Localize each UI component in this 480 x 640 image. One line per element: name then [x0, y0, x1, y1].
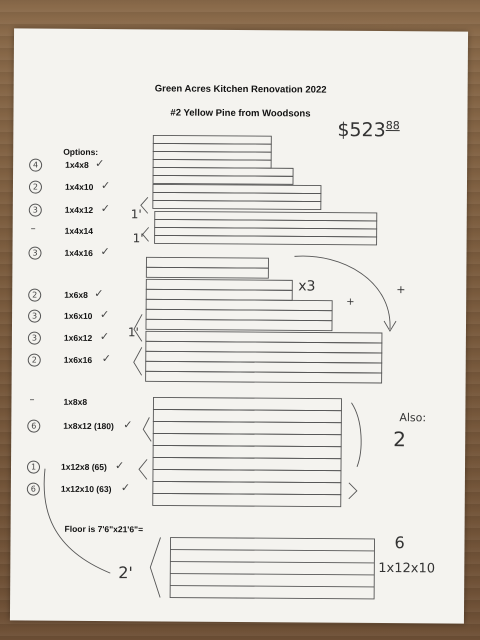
sketch-1x4-boards	[140, 134, 378, 246]
sketch-1x8-1x12-boards	[43, 396, 362, 574]
floor-count: 6	[394, 533, 405, 553]
lumber-sketch	[43, 134, 397, 600]
sketch-1x6-boards	[133, 255, 397, 384]
note-plus: +	[346, 296, 355, 308]
note-two-foot: 2'	[118, 563, 133, 583]
note-one-foot: 1'	[130, 207, 142, 222]
floor-board-size: 1x12x10	[378, 560, 436, 577]
paper-sheet: Green Acres Kitchen Renovation 2022 #2 Y…	[9, 28, 469, 624]
note-also: Also:	[399, 411, 427, 425]
note-x3: x3	[298, 278, 316, 295]
note-one-foot: 1'	[132, 231, 144, 246]
note-two: 2	[393, 427, 407, 452]
note-plus: +	[396, 283, 406, 297]
note-one-foot: 1'	[127, 325, 139, 340]
sketch-floor-layout	[149, 537, 375, 600]
